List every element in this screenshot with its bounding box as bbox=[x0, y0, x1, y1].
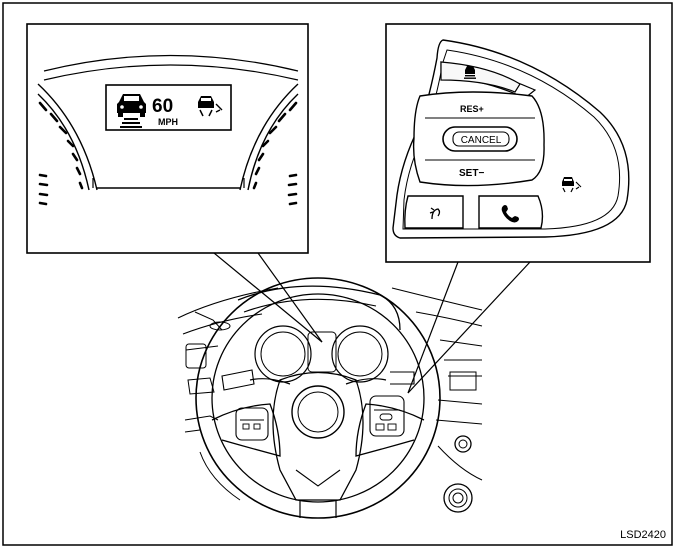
steering-assist-icon bbox=[562, 177, 582, 193]
speed-unit: MPH bbox=[158, 117, 178, 127]
vehicle-distance-icon bbox=[464, 66, 476, 79]
right-gauge-ticks bbox=[252, 101, 298, 206]
distance-bars-icon bbox=[120, 118, 142, 128]
phone-icon bbox=[501, 205, 519, 223]
set-speed-value: 60 bbox=[152, 96, 173, 117]
steering-assist-button[interactable] bbox=[562, 177, 582, 193]
vehicle-ahead-icon bbox=[117, 94, 146, 117]
steering-wheel-dashboard bbox=[177, 277, 483, 519]
switch-panel-inset: RES+ CANCEL SET− bbox=[385, 23, 651, 263]
res-plus-button[interactable]: RES+ bbox=[460, 104, 484, 114]
left-gauge-ticks bbox=[38, 101, 84, 206]
cancel-label: CANCEL bbox=[461, 135, 502, 146]
voice-icon bbox=[429, 207, 441, 220]
steering-assist-indicator-icon bbox=[198, 96, 223, 117]
phone-button[interactable] bbox=[478, 195, 544, 229]
voice-button[interactable] bbox=[404, 195, 464, 229]
cluster-inset: 60 MPH bbox=[26, 23, 309, 254]
distance-button[interactable] bbox=[440, 61, 521, 93]
set-minus-button[interactable]: SET− bbox=[459, 168, 484, 179]
figure-code: LSD2420 bbox=[620, 529, 666, 541]
cancel-button[interactable]: CANCEL bbox=[442, 126, 518, 152]
